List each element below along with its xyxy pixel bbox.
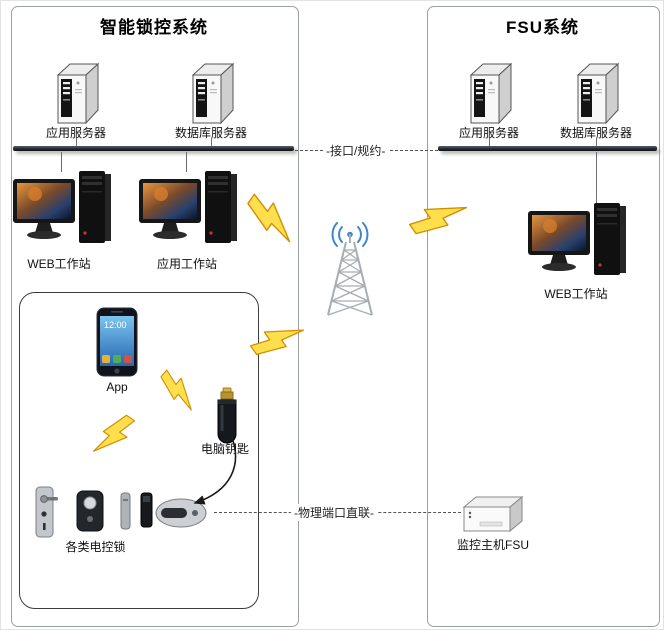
smartphone-icon: 12:00 (95, 307, 139, 377)
connector-line (596, 152, 597, 205)
bus-bar (13, 146, 294, 151)
connector-line (186, 152, 187, 172)
web-workstation-label: WEB工作站 (27, 257, 91, 271)
lightning-bolt-icon (247, 311, 307, 365)
server-icon (186, 59, 236, 125)
device-group-box (19, 292, 259, 609)
connector-line (489, 138, 490, 147)
app-server-label: 应用服务器 (45, 126, 106, 140)
lightning-bolt-icon (89, 408, 139, 464)
electric-locks-icon (33, 486, 208, 538)
app-workstation-label: 应用工作站 (156, 257, 217, 271)
phone-clock-text: 12:00 (104, 320, 127, 330)
bus-bar (438, 146, 657, 151)
connector-line (211, 138, 212, 147)
electric-locks-label: 各类电控锁 (65, 540, 126, 554)
left-system-panel (11, 6, 299, 627)
radio-tower-icon (312, 222, 388, 317)
interface-protocol-label: -接口/规约- (323, 142, 389, 159)
fsu-app-server-label: 应用服务器 (458, 126, 519, 140)
lightning-bolt-icon (154, 366, 205, 414)
curved-arrow (179, 431, 257, 513)
fsu-host-label: 监控主机FSU (456, 538, 529, 552)
connector-line (596, 138, 597, 147)
phone-app-label: App (106, 380, 128, 394)
right-system-panel (427, 6, 660, 627)
connector-line (61, 152, 62, 172)
workstation-icon (528, 203, 628, 288)
server-icon (51, 59, 101, 125)
right-system-title: FSU系统 (506, 18, 579, 37)
computer-key-label: 电脑钥匙 (200, 442, 249, 456)
server-icon (571, 59, 621, 125)
fsu-web-workstation-label: WEB工作站 (544, 287, 608, 301)
connector-line (76, 138, 77, 147)
physical-port-label: -物理端口直联- (291, 504, 377, 521)
left-system-title: 智能锁控系统 (100, 18, 208, 37)
workstation-icon (139, 171, 239, 256)
fsu-db-server-label: 数据库服务器 (559, 126, 632, 140)
lightning-bolt-icon (240, 189, 305, 247)
db-server-label: 数据库服务器 (174, 126, 247, 140)
fsu-host-icon (460, 493, 524, 537)
workstation-icon (13, 171, 113, 256)
server-icon (464, 59, 514, 125)
lightning-bolt-icon (406, 187, 471, 245)
computer-key-icon (210, 387, 244, 445)
